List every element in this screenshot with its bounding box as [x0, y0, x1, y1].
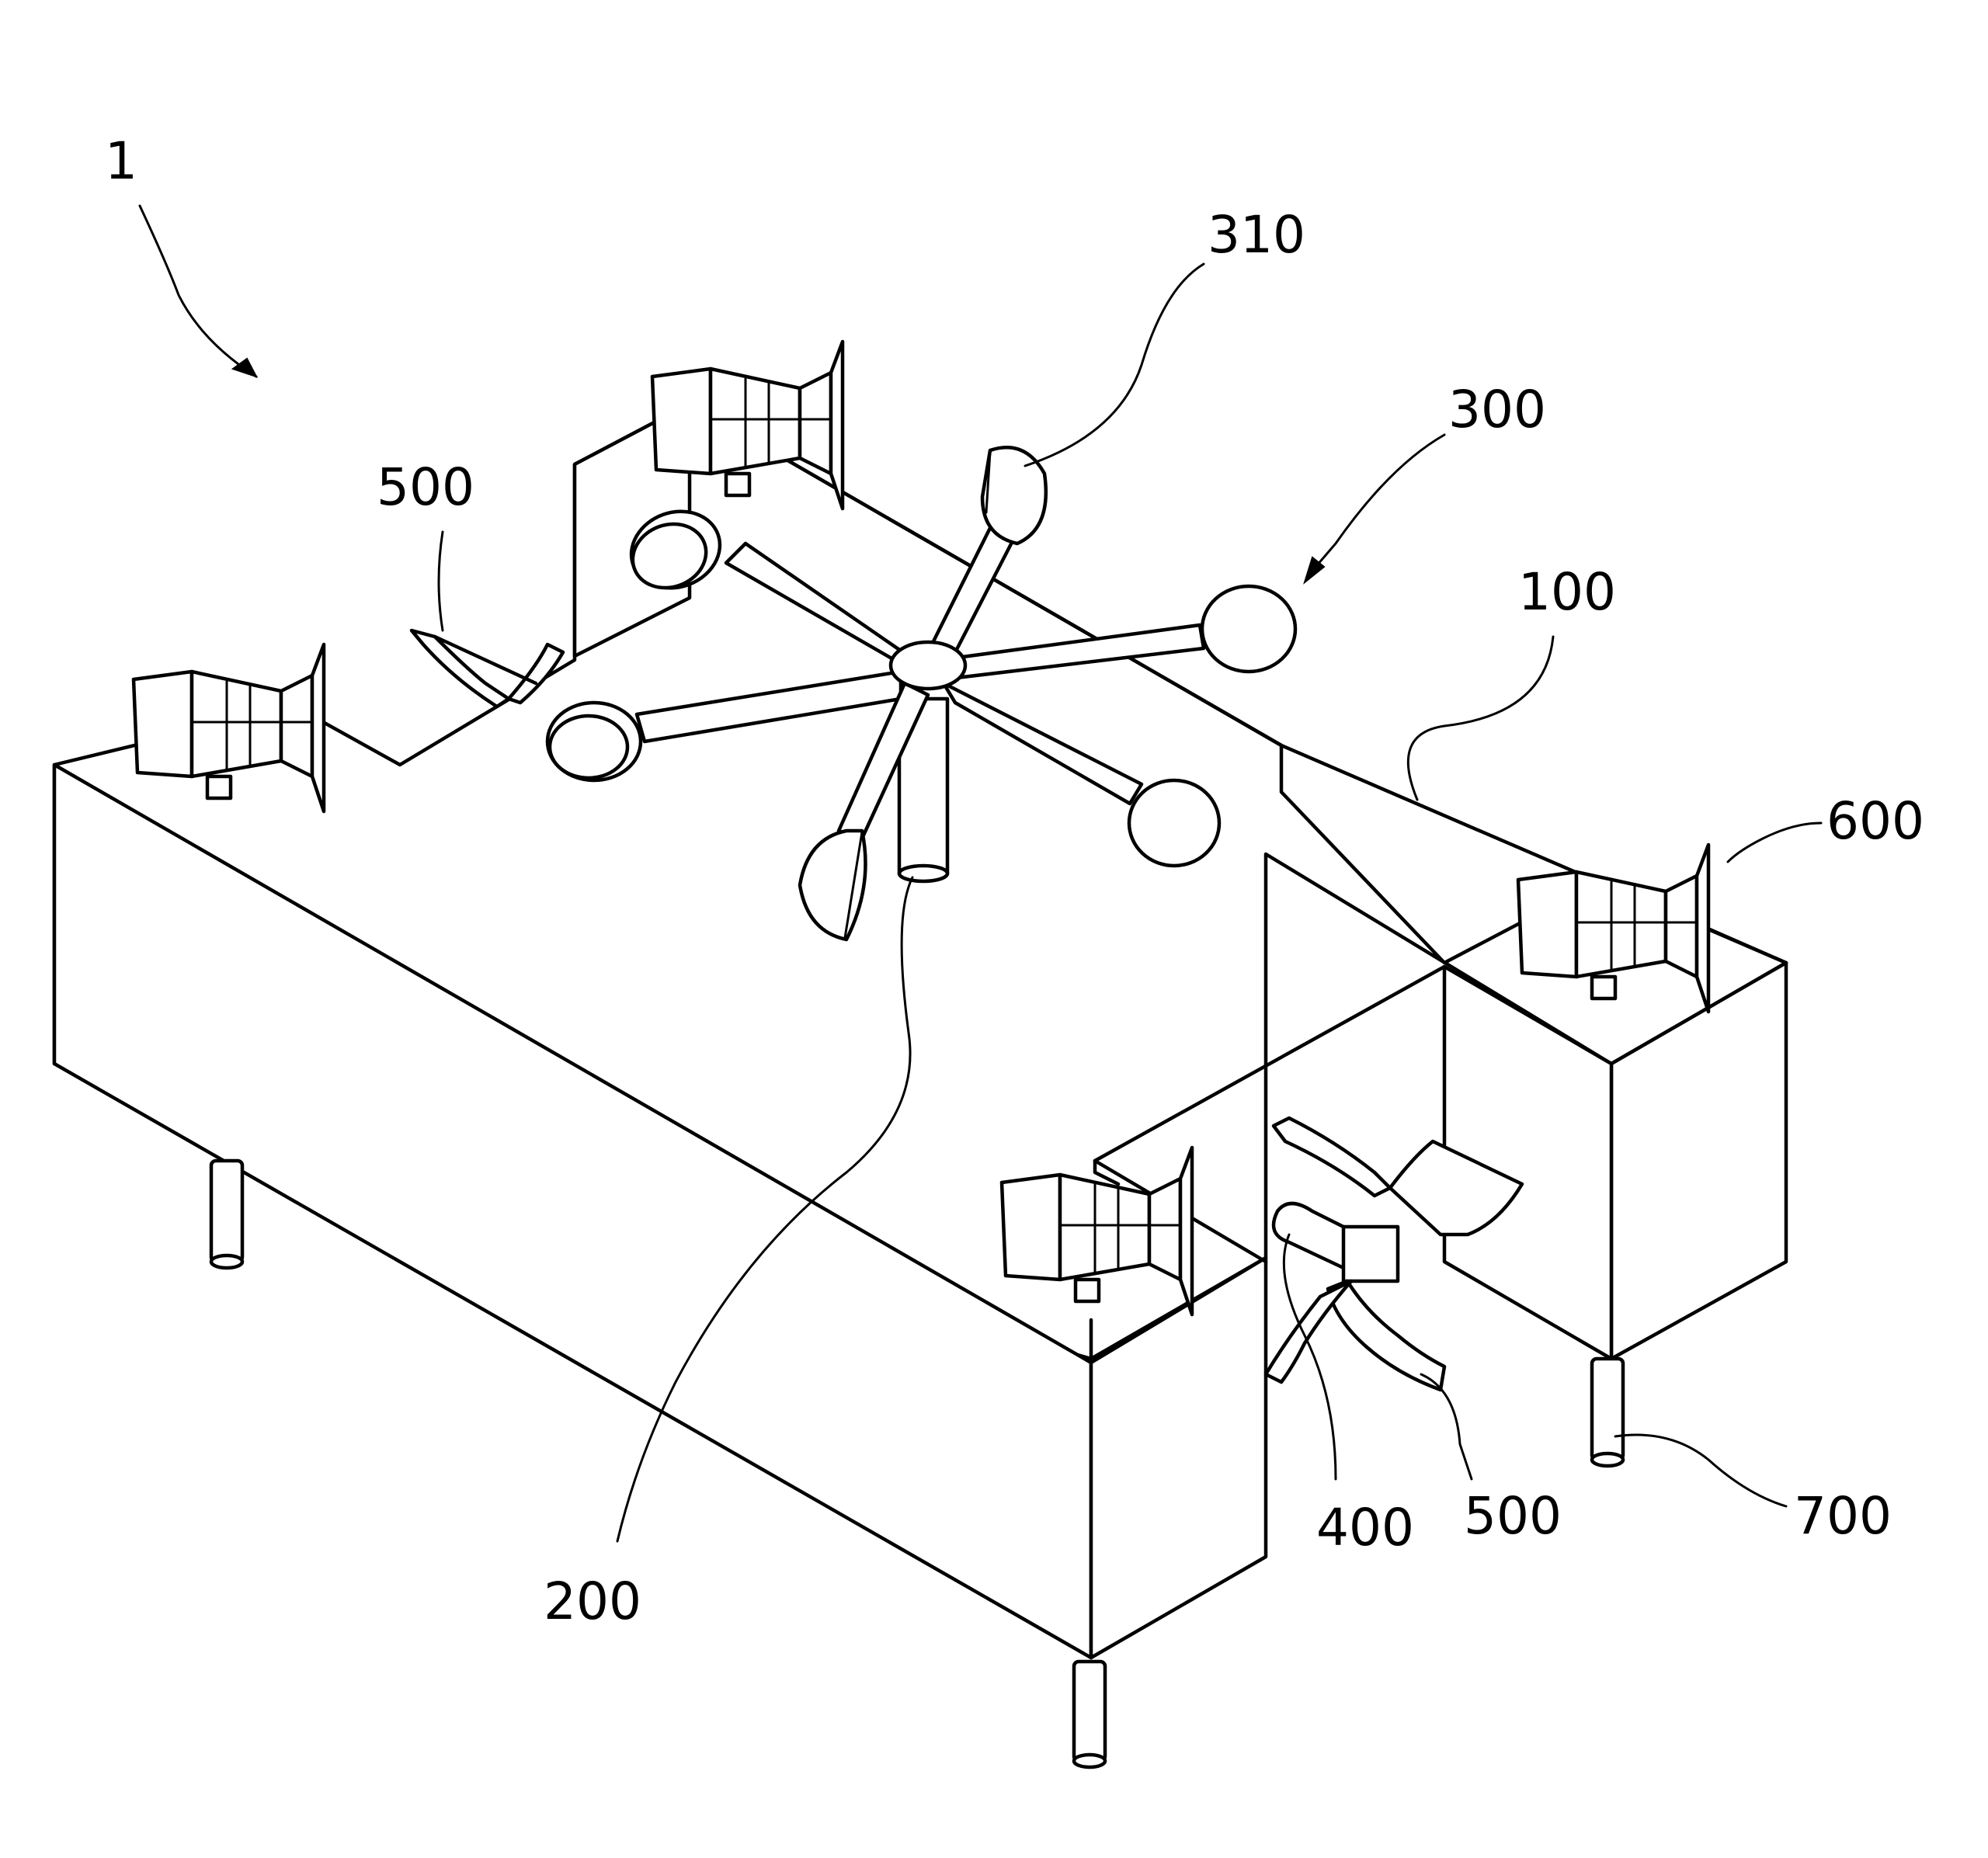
- cup-right: [1200, 584, 1298, 674]
- label-vane-cup: 310: [1208, 205, 1305, 265]
- rear-fan: [409, 628, 565, 709]
- fan-blade-lower: [1326, 1279, 1447, 1392]
- label-device: 1: [105, 131, 137, 191]
- leader-300-arrow: [1303, 556, 1326, 585]
- leader-200: [616, 876, 914, 1543]
- label-rear-fan: 500: [377, 457, 474, 517]
- fan-blade-upper: [1271, 1116, 1392, 1198]
- cup-up: [980, 446, 1048, 546]
- leader-100: [1406, 635, 1555, 801]
- leg-left-foot: [209, 1253, 245, 1270]
- horn-back: [650, 339, 845, 511]
- leader-700: [1614, 1433, 1788, 1508]
- leg-front: [1072, 1659, 1107, 1763]
- legs: [209, 1158, 1625, 1769]
- leader-500-top: [437, 530, 444, 632]
- fan-blade-left: [1263, 1279, 1354, 1384]
- horn-front: [999, 1145, 1194, 1317]
- label-body: 100: [1518, 562, 1616, 622]
- leader-1: [138, 204, 258, 378]
- cup-back-left-rim: [631, 522, 708, 590]
- fan-blade-right: [1388, 1139, 1524, 1237]
- arm-front-right: [941, 681, 1144, 806]
- leader-310: [1024, 262, 1205, 467]
- hub: [888, 640, 968, 691]
- leader-500-front: [1420, 1373, 1473, 1481]
- front-block-side: [1089, 1255, 1268, 1660]
- cup-left-rim: [547, 714, 630, 780]
- shaft-bottom: [897, 863, 950, 884]
- horn-left: [131, 642, 326, 814]
- leader-1-arrow: [231, 357, 259, 378]
- cup-front-right: [1127, 778, 1222, 868]
- horn-right: [1516, 842, 1711, 1014]
- leader-lines: [138, 204, 1823, 1543]
- label-shaft: 200: [544, 1571, 641, 1631]
- leader-300: [1311, 433, 1446, 572]
- leg-front-foot: [1072, 1752, 1107, 1769]
- label-leg: 700: [1794, 1486, 1892, 1546]
- front-fan-assembly: [1263, 1116, 1524, 1392]
- label-vane-assembly: 300: [1448, 380, 1546, 439]
- step-edge-back: [1093, 964, 1447, 1163]
- step-notch: [1093, 1158, 1121, 1186]
- leg-right: [1590, 1356, 1625, 1462]
- fan-hub: [1341, 1224, 1400, 1283]
- label-front-fan: 500: [1464, 1486, 1562, 1546]
- wind-vane: [545, 446, 1298, 942]
- label-horn: 600: [1826, 791, 1924, 851]
- reference-labels: 1 310 300 100 500 600 200 400 500 700: [105, 131, 1924, 1631]
- leader-600: [1726, 821, 1823, 863]
- leader-400: [1282, 1233, 1337, 1481]
- label-nozzle: 400: [1316, 1498, 1414, 1558]
- leg-right-foot: [1590, 1451, 1625, 1468]
- leg-left: [209, 1158, 245, 1264]
